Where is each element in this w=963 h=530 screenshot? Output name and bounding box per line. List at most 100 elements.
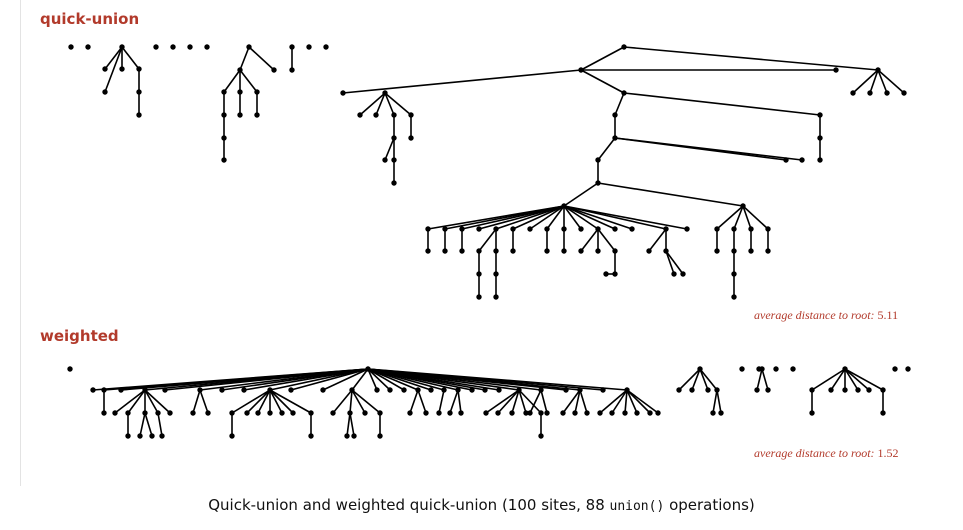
site-node — [323, 44, 329, 50]
tree-edge — [114, 389, 146, 414]
site-node — [255, 410, 261, 416]
site-node — [119, 44, 125, 50]
quick-union-label: quick-union — [40, 10, 140, 28]
site-node — [629, 226, 635, 232]
site-node — [621, 44, 627, 50]
site-node — [714, 387, 720, 393]
site-node — [271, 67, 277, 73]
tree-edge — [626, 389, 659, 414]
site-node — [167, 410, 173, 416]
site-node — [159, 433, 165, 439]
site-node — [190, 410, 196, 416]
tree-edge — [351, 389, 366, 414]
site-node — [279, 410, 285, 416]
site-node — [561, 248, 567, 254]
site-node — [817, 112, 823, 118]
site-node — [187, 44, 193, 50]
tree-edge — [239, 69, 258, 93]
site-node — [246, 44, 252, 50]
tree-edge — [417, 389, 427, 414]
site-node — [612, 226, 618, 232]
site-node — [391, 180, 397, 186]
tree-edge — [761, 368, 769, 391]
site-node — [875, 67, 881, 73]
tree-edge — [580, 69, 625, 94]
tree-edge — [691, 368, 701, 391]
site-node — [442, 248, 448, 254]
site-node — [612, 112, 618, 118]
site-node — [118, 387, 124, 393]
tree-edge — [624, 389, 628, 414]
site-node — [221, 112, 227, 118]
tree-edge — [409, 389, 419, 414]
tree-edge — [384, 92, 395, 116]
site-node — [67, 366, 73, 372]
tree-edge — [192, 389, 201, 414]
weighted-average-value: 1.52 — [877, 446, 899, 460]
site-node — [731, 248, 737, 254]
tree-edge — [367, 368, 405, 391]
site-node — [101, 410, 107, 416]
site-node — [407, 410, 413, 416]
figure-frame — [20, 0, 963, 486]
site-node — [136, 112, 142, 118]
tree-edge — [529, 205, 565, 230]
tree-edge — [144, 389, 159, 414]
site-node — [523, 410, 529, 416]
tree-edge — [199, 389, 209, 414]
site-node — [578, 67, 584, 73]
site-node — [892, 366, 898, 372]
tree-edge — [485, 389, 520, 414]
tree-edge — [457, 389, 462, 414]
site-node — [476, 226, 482, 232]
caption-code: union() — [609, 499, 665, 514]
site-node — [373, 112, 379, 118]
site-node — [340, 90, 346, 96]
site-node — [205, 410, 211, 416]
tree-edge — [511, 389, 520, 414]
tree-edge — [844, 368, 884, 391]
tree-edge — [716, 205, 744, 230]
tree-edge — [699, 368, 709, 391]
site-node — [408, 135, 414, 141]
tree-edge — [351, 389, 381, 414]
site-node — [476, 271, 482, 277]
site-node — [799, 157, 805, 163]
site-node — [254, 112, 260, 118]
site-node — [290, 410, 296, 416]
site-node — [289, 67, 295, 73]
tree-edge — [844, 368, 859, 391]
tree-edge — [384, 137, 395, 161]
site-node — [357, 112, 363, 118]
site-node — [597, 410, 603, 416]
site-node — [204, 44, 210, 50]
site-node — [773, 366, 779, 372]
site-node — [306, 44, 312, 50]
tree-edge — [678, 368, 701, 391]
tree-edge — [290, 368, 369, 391]
quick-union-average-value: 5.11 — [877, 308, 899, 322]
tree-edge — [512, 205, 565, 230]
tree-edge — [367, 368, 391, 391]
tree-edge — [756, 368, 763, 391]
site-node — [754, 387, 760, 393]
site-node — [705, 387, 711, 393]
site-node — [153, 44, 159, 50]
site-node — [765, 387, 771, 393]
tree-edge — [597, 137, 616, 161]
site-node — [377, 433, 383, 439]
site-node — [493, 248, 499, 254]
tree-edge — [269, 368, 369, 391]
site-node — [102, 89, 108, 95]
tree-edge — [574, 389, 581, 414]
site-node — [612, 135, 618, 141]
site-node — [244, 410, 250, 416]
site-node — [289, 44, 295, 50]
site-node — [476, 294, 482, 300]
site-node — [162, 387, 168, 393]
site-node — [308, 433, 314, 439]
site-node — [578, 226, 584, 232]
site-node — [423, 410, 429, 416]
site-node — [149, 433, 155, 439]
tree-edge — [742, 205, 752, 230]
